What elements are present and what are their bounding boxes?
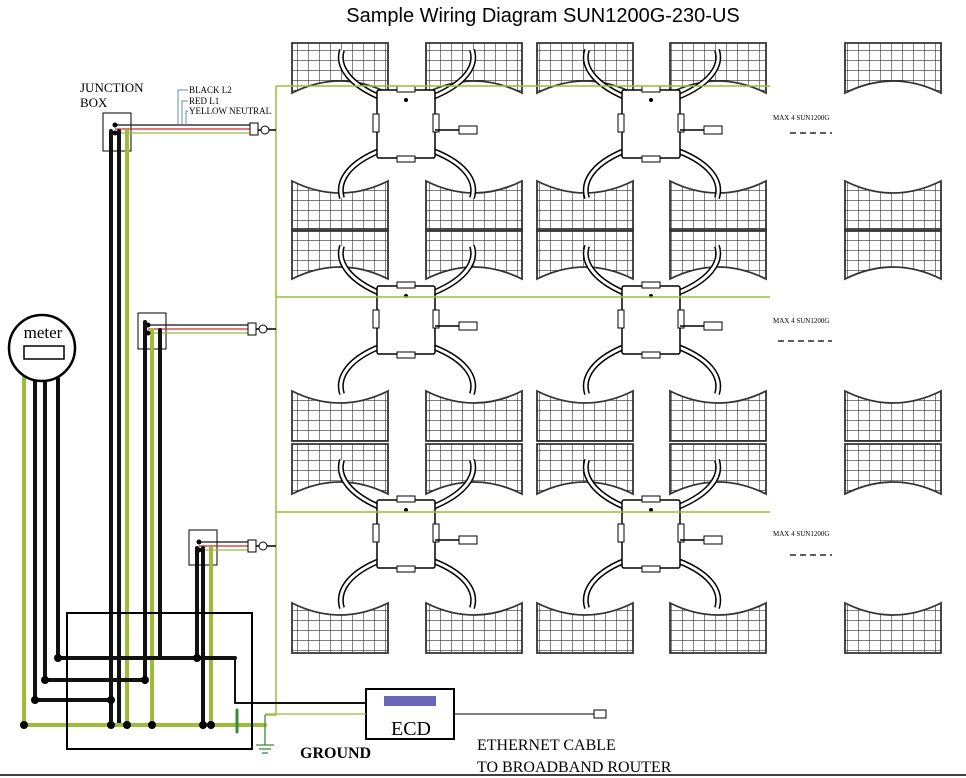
ecd-label: ECD <box>391 718 431 740</box>
meter <box>7 313 77 383</box>
branch-wires <box>115 124 250 551</box>
solar-panel <box>844 601 942 654</box>
microinverter <box>582 459 723 609</box>
wire-label-red: RED L1 <box>189 96 219 106</box>
max-label-row1: MAX 4 SUN1200G <box>773 114 829 122</box>
max-label-row2: MAX 4 SUN1200G <box>773 317 829 325</box>
solar-panel <box>844 443 942 496</box>
microinverter <box>337 49 478 199</box>
ethernet-label-2: TO BROADBAND ROUTER <box>477 759 672 776</box>
neutral-bus-lines <box>265 85 770 716</box>
ethernet-plug <box>593 709 607 719</box>
ecd-device <box>365 688 455 740</box>
main-feeders <box>22 129 367 734</box>
meter-label: meter <box>24 323 63 342</box>
junction-box-label: JUNCTION <box>80 80 144 95</box>
wire-label-black: BLACK L2 <box>189 85 232 95</box>
microinverter <box>582 49 723 199</box>
wire-label-yellow: YELLOW NEUTRAL <box>189 106 271 116</box>
branch-connectors <box>247 122 276 553</box>
solar-panel <box>844 228 942 281</box>
solar-panel <box>844 42 942 95</box>
microinverter <box>337 245 478 395</box>
ground-symbol <box>256 715 274 754</box>
microinverter-array <box>337 49 723 609</box>
max-label-row3: MAX 4 SUN1200G <box>773 530 829 538</box>
diagram-title: Sample Wiring Diagram SUN1200G-230-US <box>346 5 739 27</box>
continuation-dashes <box>778 132 832 556</box>
solar-panel <box>844 389 942 442</box>
solar-panel <box>844 179 942 232</box>
junction-box-label-2: BOX <box>80 95 108 110</box>
microinverter <box>582 245 723 395</box>
meter-display <box>23 345 65 360</box>
ethernet-label-1: ETHERNET CABLE <box>477 737 616 754</box>
microinverter <box>337 459 478 609</box>
wire-legend <box>177 89 188 125</box>
service-panel-box <box>66 612 253 750</box>
feeder-junction-dots <box>20 122 215 729</box>
ecd-display <box>384 696 436 706</box>
ground-label: GROUND <box>300 745 371 762</box>
